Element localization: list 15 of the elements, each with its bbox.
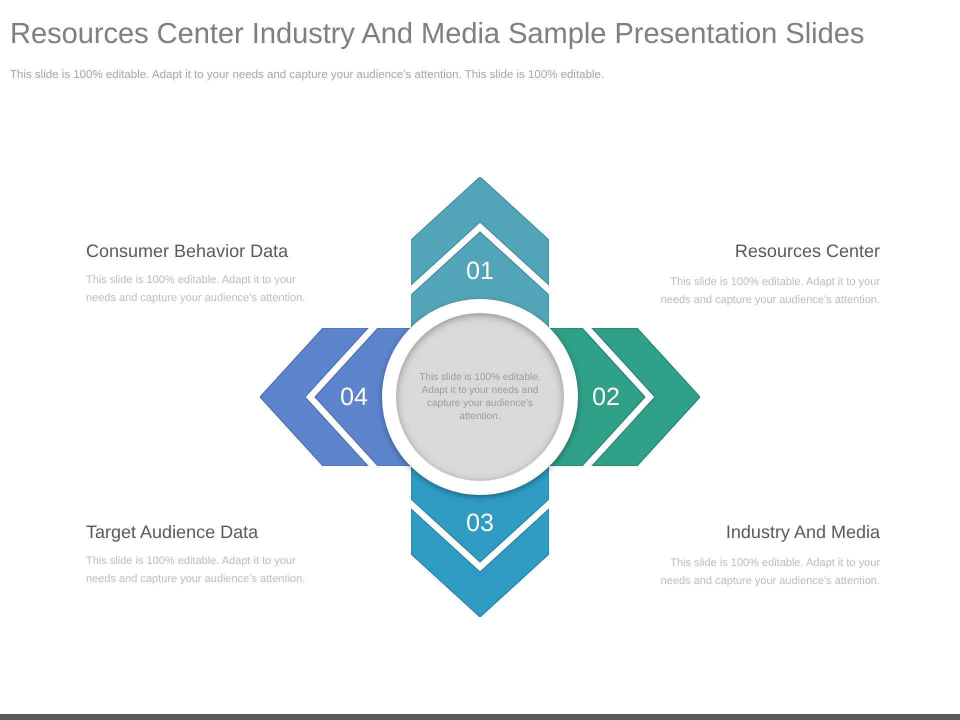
heading: Industry And Media [726,522,880,542]
body-text: This slide is 100% editable. Adapt it to your needs and capture your audience’s attention. [86,555,306,585]
step-number: 04 [339,383,369,411]
step-number: 01 [465,257,495,285]
step-number: 02 [591,383,621,411]
circle-text: This slide is 100% editable. Adapt it to your needs and capture your audience’s attention. [418,371,542,423]
heading: Target Audience Data [86,522,258,542]
slide-title: Resources Center Industry And Media Sample Presentation Slides [10,17,864,51]
body-text: This slide is 100% editable. Adapt it to your needs and capture your audience’s attention. [660,557,880,587]
body-text: This slide is 100% editable. Adapt it to your needs and capture your audience’s attention. [86,274,306,304]
heading: Consumer Behavior Data [86,241,288,261]
heading: Resources Center [734,241,880,261]
subtitle: This slide is 100% editable. Adapt it to your needs and capture your audience’s attention. This slide is 100% editable. [10,69,604,81]
step-number: 03 [465,509,495,537]
body-text: This slide is 100% editable. Adapt it to your needs and capture your audience’s attention. [660,276,880,306]
